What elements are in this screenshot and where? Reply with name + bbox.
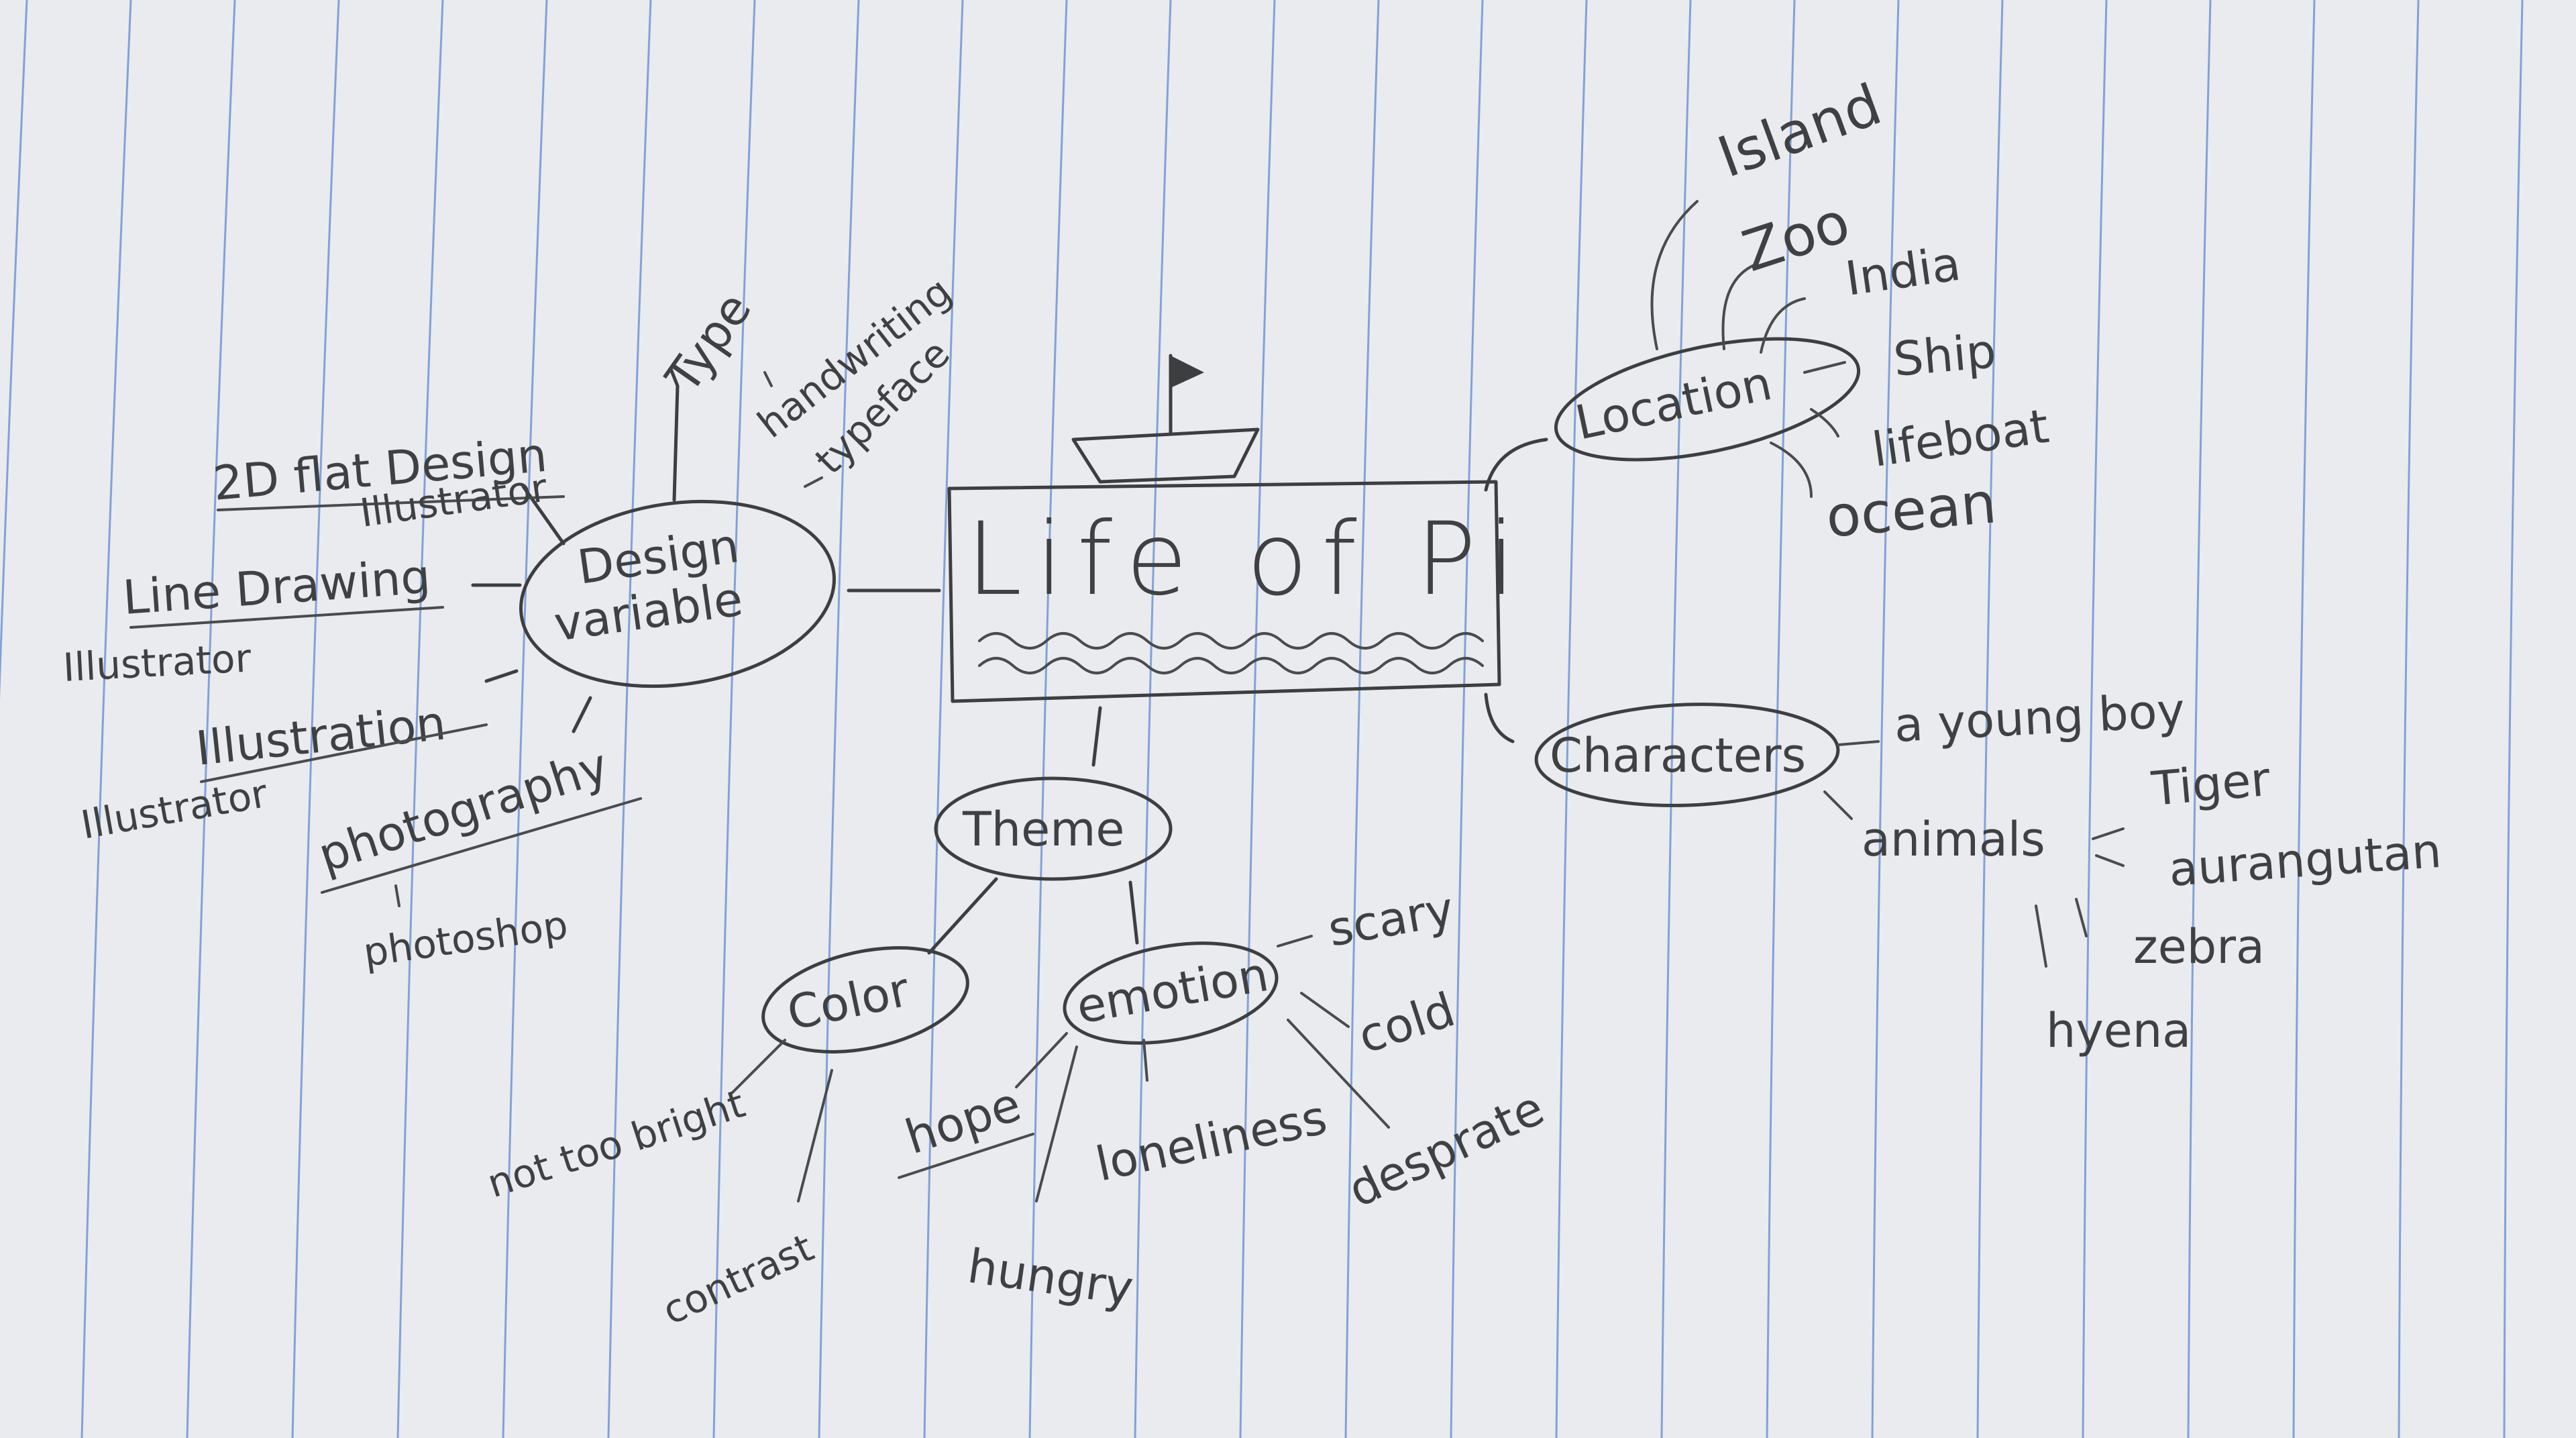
ruled-line: [0, 0, 28, 700]
node-emotion: [1063, 941, 1279, 1045]
ruled-line: [80, 0, 132, 1438]
location-ship: Ship: [1891, 323, 1998, 387]
ruled-line: [1344, 0, 1380, 1438]
emotion-label: emotion: [1073, 947, 1273, 1035]
color-contrast: contrast: [655, 1225, 820, 1334]
characters-label: Characters: [1550, 728, 1806, 783]
photography-label: photography: [312, 738, 615, 883]
ruled-line: [291, 0, 340, 1438]
ruled-line: [2082, 0, 2108, 1438]
page-title: Life of Pi: [966, 501, 1529, 618]
node-design-variable: [519, 499, 836, 688]
location-label: Location: [1570, 356, 1776, 451]
boat-icon: [1071, 427, 1260, 484]
ruled-line: [2292, 0, 2316, 1438]
location-zoo: Zoo: [1735, 189, 1858, 285]
central-topic: Life of Pi: [947, 354, 1529, 703]
type-label: Type: [655, 283, 762, 403]
waves-icon-2: [978, 657, 1484, 674]
illustration-label: Illustration: [193, 695, 448, 776]
ruled-line: [1239, 0, 1276, 1438]
character-animals: animals: [1862, 812, 2045, 867]
emotion-desprate: desprate: [1340, 1080, 1552, 1219]
ruled-line: [1555, 0, 1588, 1438]
ruled-line: [712, 0, 756, 1438]
flag-icon: [1171, 356, 1204, 388]
line-drawing-label: Line Drawing: [121, 549, 432, 625]
ruled-line: [2187, 0, 2212, 1438]
ruled-line: [1134, 0, 1172, 1438]
ruled-line: [1660, 0, 1692, 1438]
ruled-line: [1976, 0, 2004, 1438]
animal-hyena: hyena: [2046, 1003, 2191, 1058]
ruled-line: [502, 0, 548, 1438]
location-india: India: [1842, 236, 1964, 307]
animal-tiger: Tiger: [2149, 752, 2272, 817]
photography-tool-label: photoshop: [360, 902, 570, 976]
line-drawing-tool-label: Illustrator: [62, 635, 252, 690]
ruled-line: [923, 0, 964, 1438]
theme-label: Theme: [962, 802, 1124, 857]
ruled-line: [607, 0, 652, 1438]
ruled-line: [2398, 0, 2420, 1438]
emotion-scary: scary: [1324, 881, 1458, 957]
illustration-tool-label: Illustrator: [78, 770, 271, 848]
ruled-line: [1450, 0, 1484, 1438]
location-ocean: ocean: [1823, 470, 1999, 550]
branch-location: Location Island Zoo India Ship lifeboat …: [1484, 71, 2052, 550]
node-location: [1554, 337, 1861, 462]
ruled-line: [818, 0, 860, 1438]
ruled-line: [186, 0, 236, 1438]
character-young-boy: a young boy: [1893, 682, 2186, 753]
ruled-line: [1766, 0, 1796, 1438]
location-lifeboat: lifeboat: [1869, 399, 2052, 478]
branch-theme: Theme Color not too bright contrast emot…: [482, 706, 1552, 1334]
emotion-hungry: hungry: [965, 1239, 1137, 1317]
ruled-line: [2503, 0, 2524, 1438]
branch-design-variable: Design variable Type handwriting typefac…: [62, 268, 960, 976]
animal-aurangutan: aurangutan: [2167, 823, 2443, 897]
emotion-loneliness: loneliness: [1091, 1090, 1331, 1192]
node-color: [761, 946, 969, 1054]
ruled-line: [1871, 0, 1900, 1438]
emotion-cold: cold: [1352, 982, 1461, 1064]
emotion-hope: hope: [899, 1076, 1027, 1165]
color-label: Color: [782, 962, 914, 1041]
node-theme: [934, 776, 1173, 881]
ruled-line: [1028, 0, 1068, 1438]
animal-zebra: zebra: [2133, 919, 2265, 974]
title-box: [947, 480, 1501, 703]
location-island: Island: [1709, 71, 1889, 191]
waves-icon: [978, 632, 1484, 650]
ruled-line: [396, 0, 444, 1438]
node-characters: [1534, 703, 1840, 807]
